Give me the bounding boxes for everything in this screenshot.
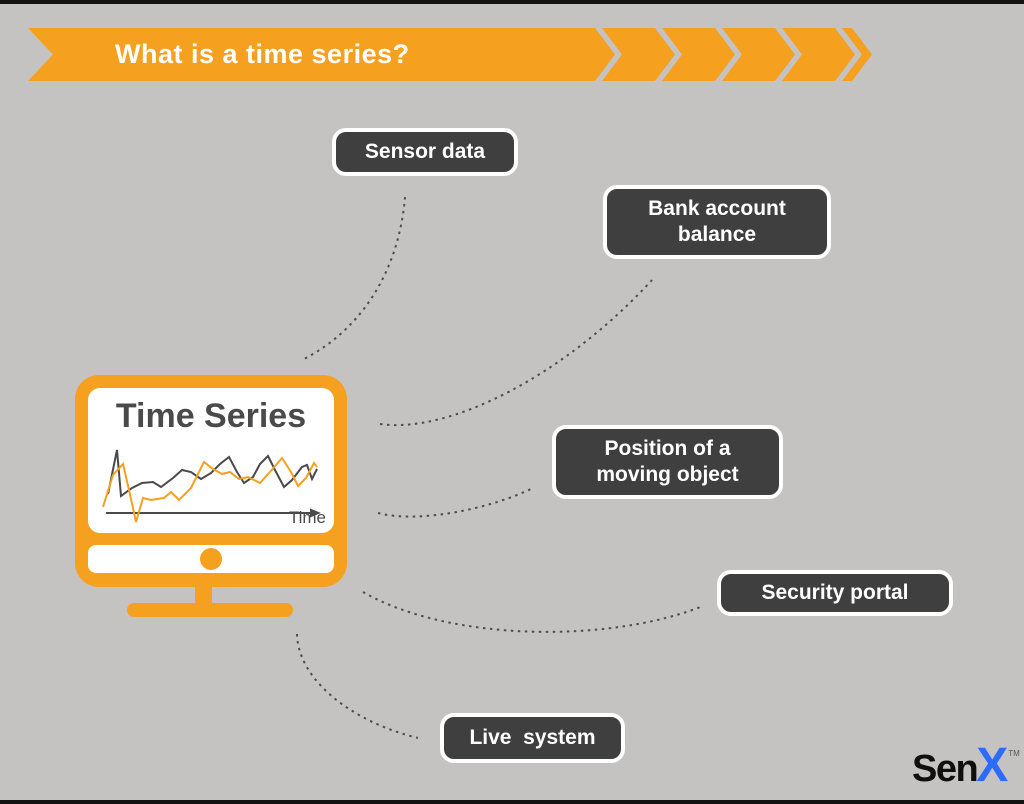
banner-title: What is a time series?	[115, 39, 410, 69]
chevron-icon	[602, 28, 675, 81]
label-box-position-of-a-moving-object: Position of a moving object	[552, 425, 783, 499]
connector-sensor-data	[301, 196, 406, 361]
banner-ribbon	[28, 28, 872, 81]
monitor-screen: Time Series Time	[88, 388, 334, 533]
senx-logo: Sen X TM	[912, 739, 1020, 792]
mini-chart	[102, 449, 321, 523]
monitor-bezel	[88, 545, 334, 573]
connector-live-system	[296, 633, 419, 739]
top-border-bar	[0, 0, 1024, 4]
label-text: Security portal	[761, 580, 909, 604]
label-text: Live system	[469, 725, 596, 749]
monitor-button-icon	[200, 548, 222, 570]
banner-body	[28, 28, 615, 81]
monitor-stand	[195, 586, 212, 605]
label-text: Sensor data	[364, 139, 486, 163]
chevron-icon	[782, 28, 855, 81]
label-text: Position of a moving object	[596, 436, 739, 486]
label-box-bank-account-balance: Bank account balance	[603, 185, 831, 259]
dark-series-line	[107, 449, 318, 498]
logo-x-icon: X	[976, 739, 1009, 792]
connector-security-portal	[362, 591, 704, 633]
bottom-border-bar	[0, 800, 1024, 804]
connector-position	[377, 487, 534, 518]
label-box-live-system: Live system	[440, 713, 625, 763]
label-box-sensor-data: Sensor data	[332, 128, 518, 176]
axis-arrow-icon	[310, 508, 321, 518]
time-series-title: Time Series	[115, 397, 307, 435]
monitor-illustration: Time Series Time	[75, 375, 347, 617]
label-text: Bank account balance	[648, 196, 786, 246]
time-axis-label: Time	[288, 508, 326, 527]
logo-trademark: TM	[1008, 749, 1020, 758]
monitor-base	[127, 603, 293, 617]
label-box-security-portal: Security portal	[717, 570, 953, 616]
chevron-icon	[662, 28, 735, 81]
chevron-icon	[842, 28, 872, 81]
connector-bank-account	[379, 279, 653, 427]
orange-series-line	[102, 456, 318, 523]
logo-text-sen: Sen	[912, 748, 979, 790]
chevron-icon	[722, 28, 795, 81]
